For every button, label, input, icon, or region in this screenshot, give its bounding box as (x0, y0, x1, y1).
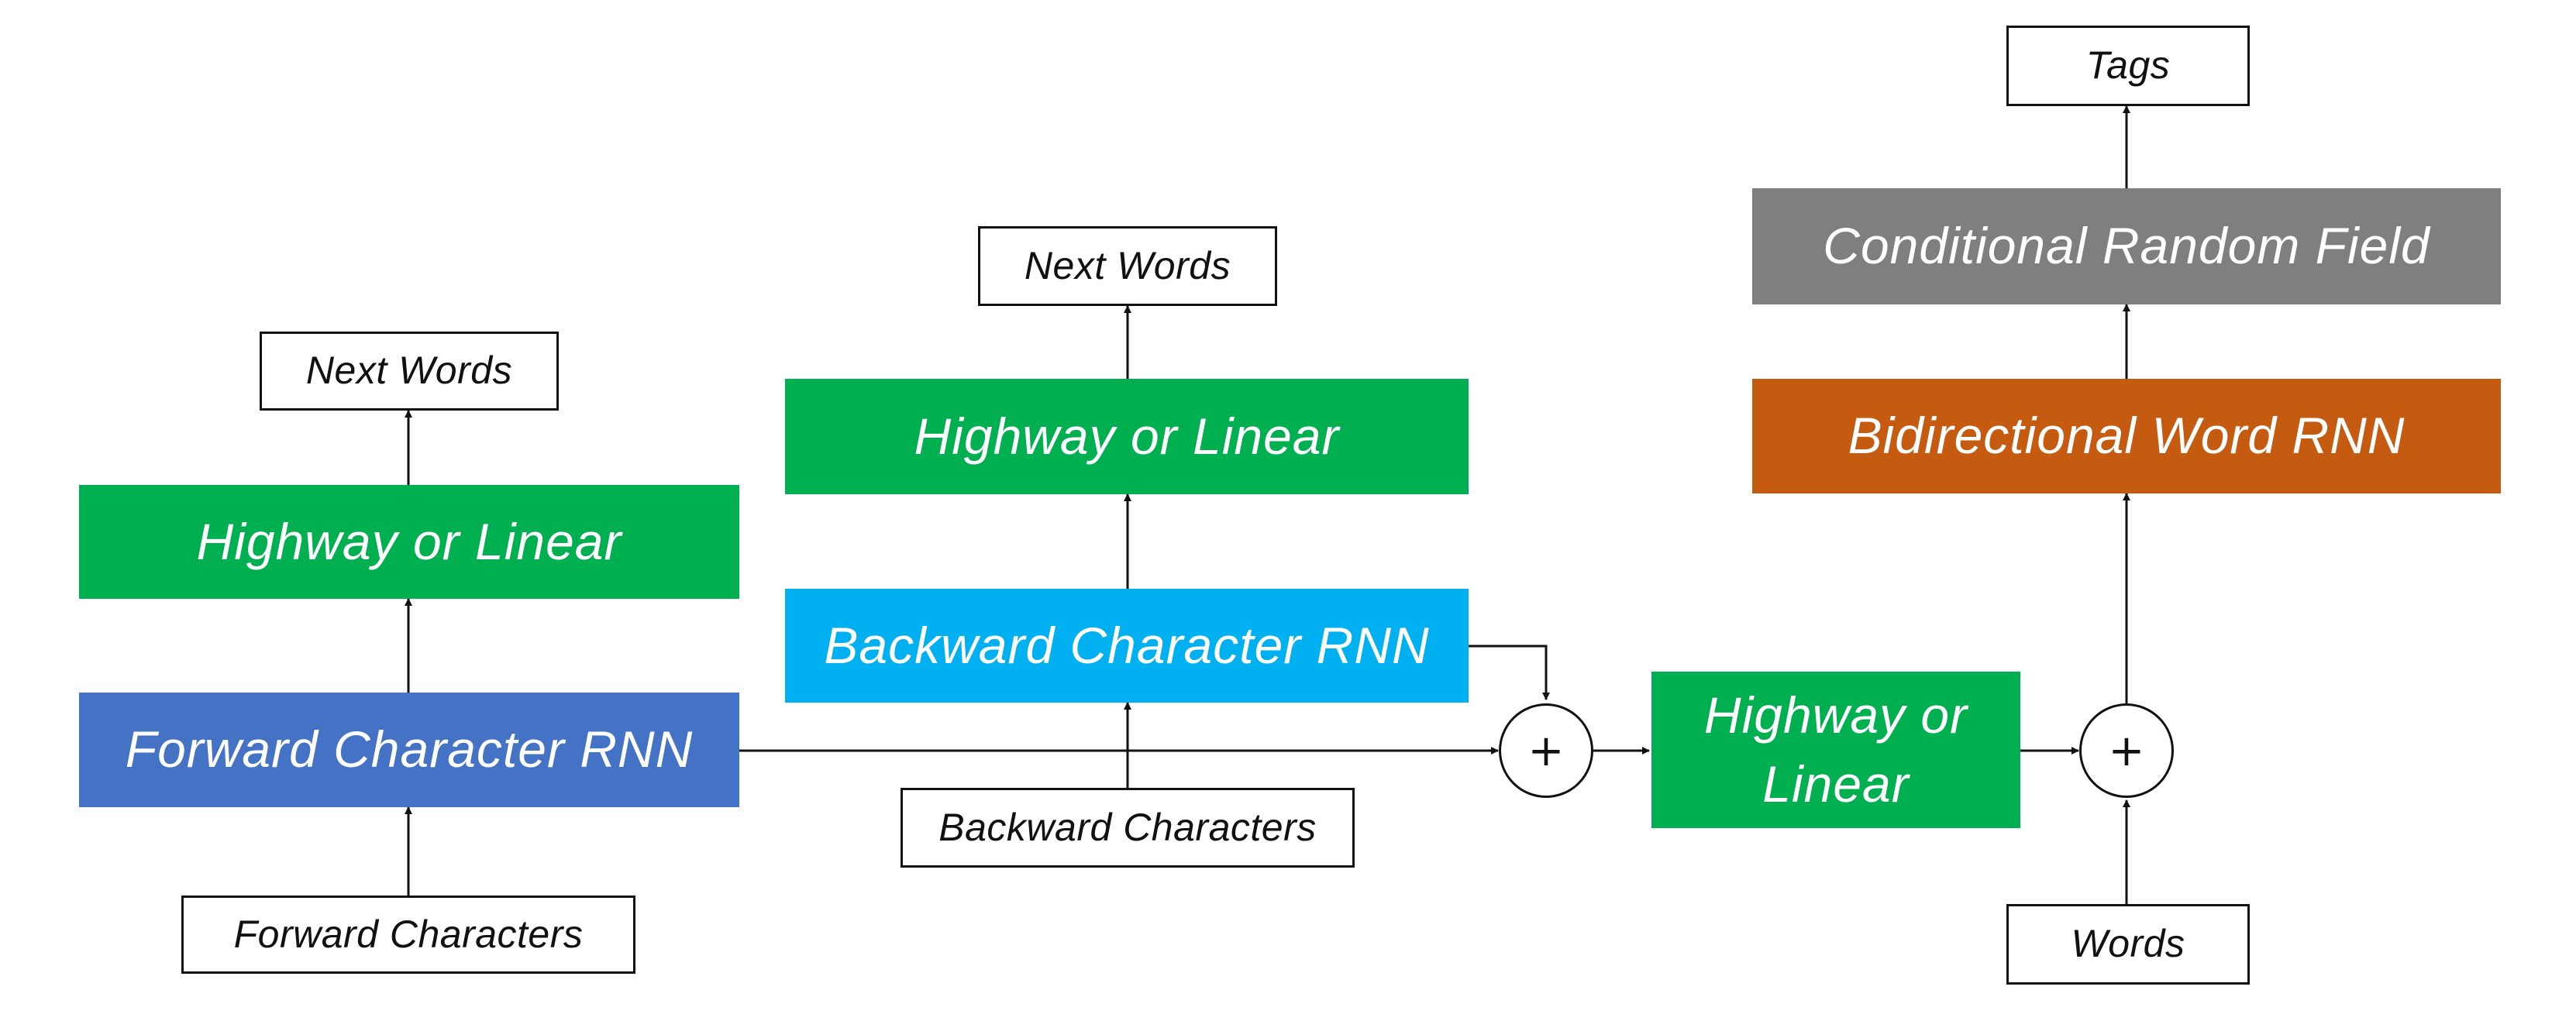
conditional-random-field: Conditional Random Field (1752, 188, 2501, 304)
forward-character-rnn-label: Forward Character RNN (125, 720, 694, 779)
left-next-words-label: Next Words (305, 349, 513, 393)
left-next-words-output: Next Words (260, 332, 559, 411)
left-highway-layer: Highway or Linear (79, 485, 739, 599)
backward-character-rnn-label: Backward Character RNN (824, 616, 1430, 674)
conditional-random-field-label: Conditional Random Field (1823, 217, 2430, 275)
character-sum-node: + (1499, 703, 1593, 798)
middle-highway-layer: Highway or Linear (785, 379, 1469, 494)
combined-highway-label-line2: Linear (1762, 755, 1910, 813)
bidirectional-word-rnn: Bidirectional Word RNN (1752, 379, 2501, 493)
forward-character-rnn: Forward Character RNN (79, 693, 739, 807)
backward-characters-label: Backward Characters (938, 805, 1317, 849)
bidirectional-word-rnn-label: Bidirectional Word RNN (1848, 407, 2406, 465)
left-highway-label: Highway or Linear (196, 512, 622, 570)
middle-next-words-output: Next Words (978, 226, 1277, 306)
forward-characters-label: Forward Characters (233, 912, 584, 956)
backward-character-rnn: Backward Character RNN (785, 589, 1469, 703)
edge-backward-rnn-to-sum (1469, 645, 1550, 700)
tags-output: Tags (2006, 26, 2250, 106)
character-sum-symbol: + (1527, 725, 1565, 776)
word-sum-symbol: + (2108, 725, 2145, 776)
word-sum-node: + (2079, 703, 2174, 798)
words-input: Words (2006, 904, 2250, 985)
middle-next-words-label: Next Words (1024, 243, 1231, 287)
combined-highway-label-line1: Highway or (1703, 686, 1968, 744)
combined-highway-layer: Highway or Linear (1651, 672, 2020, 828)
backward-characters-input: Backward Characters (901, 788, 1355, 868)
forward-characters-input: Forward Characters (181, 896, 635, 974)
tags-label: Tags (2085, 43, 2171, 88)
middle-highway-label: Highway or Linear (914, 407, 1340, 465)
words-label: Words (2071, 922, 2185, 966)
